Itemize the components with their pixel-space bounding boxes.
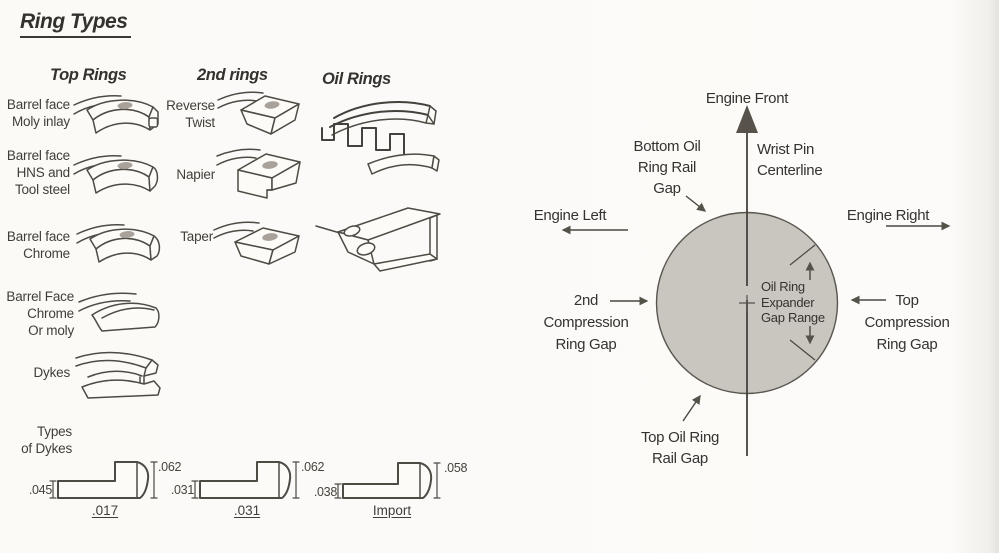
- top-oil-gap-pointer-arrow: [682, 394, 701, 422]
- drain-hole: [343, 225, 361, 237]
- label-top-compression-ring-gap: Top Compression Ring Gap: [864, 292, 950, 353]
- ring-label-napier: Napier: [176, 167, 215, 182]
- ring-label-barrel-chrome: Barrel face Chrome: [6, 229, 70, 261]
- dim-038: .038: [313, 485, 337, 499]
- ring-label-barrel-moly: Barrel face Moly inlay: [6, 97, 70, 129]
- label-engine-front: Engine Front: [705, 90, 789, 107]
- dimension-bracket: [334, 483, 342, 499]
- label-wrist-pin-centerline: Wrist Pin Centerline: [757, 141, 823, 179]
- cross-section-name-017: .017: [91, 503, 119, 518]
- ring-gap-diagram: [561, 105, 951, 456]
- dimension-bracket: [49, 480, 57, 499]
- dykes-cross-section-031: [191, 461, 300, 499]
- page-title: Ring Types: [20, 10, 132, 38]
- reverse-twist-ring-illustration: [217, 91, 300, 135]
- oil-ring-rail-illustration: [315, 207, 441, 272]
- cross-section-name-import: Import: [372, 503, 412, 518]
- ring-label-barrel-hns: Barrel face HNS and Tool steel: [6, 148, 70, 197]
- dim-062-b: .062: [301, 460, 325, 474]
- engine-front-arrow-icon: [736, 105, 758, 133]
- barrel-face-chrome-moly-ring-illustration: [78, 292, 160, 332]
- bottom-oil-gap-pointer-arrow: [685, 195, 707, 212]
- dim-031: .031: [170, 483, 194, 497]
- barrel-face-hns-ring-illustration: [73, 155, 159, 194]
- label-bottom-oil-ring-rail-gap: Bottom Oil Ring Rail Gap: [633, 138, 701, 197]
- center-crosshair-icon: [739, 295, 755, 311]
- label-oil-ring-expander-gap-range: Oil Ring Expander Gap Range: [761, 279, 825, 325]
- moly-inlay-dot: [264, 101, 280, 109]
- dykes-cross-section-import: [334, 462, 441, 499]
- label-engine-left: Engine Left: [533, 207, 607, 224]
- ring-label-dykes: Dykes: [33, 365, 70, 380]
- dykes-ring-illustration: [75, 351, 161, 399]
- dim-062-a: .062: [158, 460, 182, 474]
- ring-label-barrel-chrome-moly: Barrel Face Chrome Or moly: [6, 289, 74, 338]
- ring-label-taper: Taper: [180, 229, 213, 244]
- moly-inlay-dot: [119, 231, 135, 238]
- barrel-face-chrome-ring-illustration: [76, 224, 161, 263]
- dimension-bracket: [191, 480, 199, 499]
- label-top-oil-ring-rail-gap: Top Oil Ring Rail Gap: [640, 429, 720, 467]
- dim-045: .045: [28, 483, 52, 497]
- dimension-bracket: [292, 461, 300, 499]
- ring-label-types-of-dykes: Types of Dykes: [21, 424, 72, 456]
- dimension-bracket: [150, 461, 158, 499]
- moly-inlay-dot: [262, 233, 278, 241]
- keystone-notch: [148, 117, 159, 128]
- drain-hole: [356, 242, 376, 256]
- napier-ring-illustration: [216, 148, 301, 199]
- column-header-oil-rings: Oil Rings: [322, 70, 391, 88]
- label-second-compression-ring-gap: 2nd Compression Ring Gap: [543, 292, 629, 353]
- dykes-cross-section-017: [49, 461, 158, 499]
- column-header-top-rings: Top Rings: [50, 66, 127, 84]
- column-header-2nd-rings: 2nd rings: [197, 66, 268, 84]
- gap-range-tick-marks: [789, 244, 816, 361]
- taper-ring-illustration: [213, 221, 300, 265]
- label-engine-right: Engine Right: [846, 207, 930, 224]
- moly-inlay-dot: [117, 102, 133, 109]
- barrel-face-moly-ring-illustration: [73, 95, 159, 134]
- cross-section-name-031: .031: [233, 503, 261, 518]
- moly-inlay-dot: [262, 161, 278, 169]
- dimension-bracket: [433, 462, 441, 499]
- expander-corrugation: [321, 123, 405, 157]
- dim-058: .058: [444, 461, 468, 475]
- ring-label-reverse-twist: Reverse Twist: [166, 98, 215, 130]
- moly-inlay-dot: [117, 162, 133, 169]
- oil-ring-expander-illustration: [321, 101, 440, 175]
